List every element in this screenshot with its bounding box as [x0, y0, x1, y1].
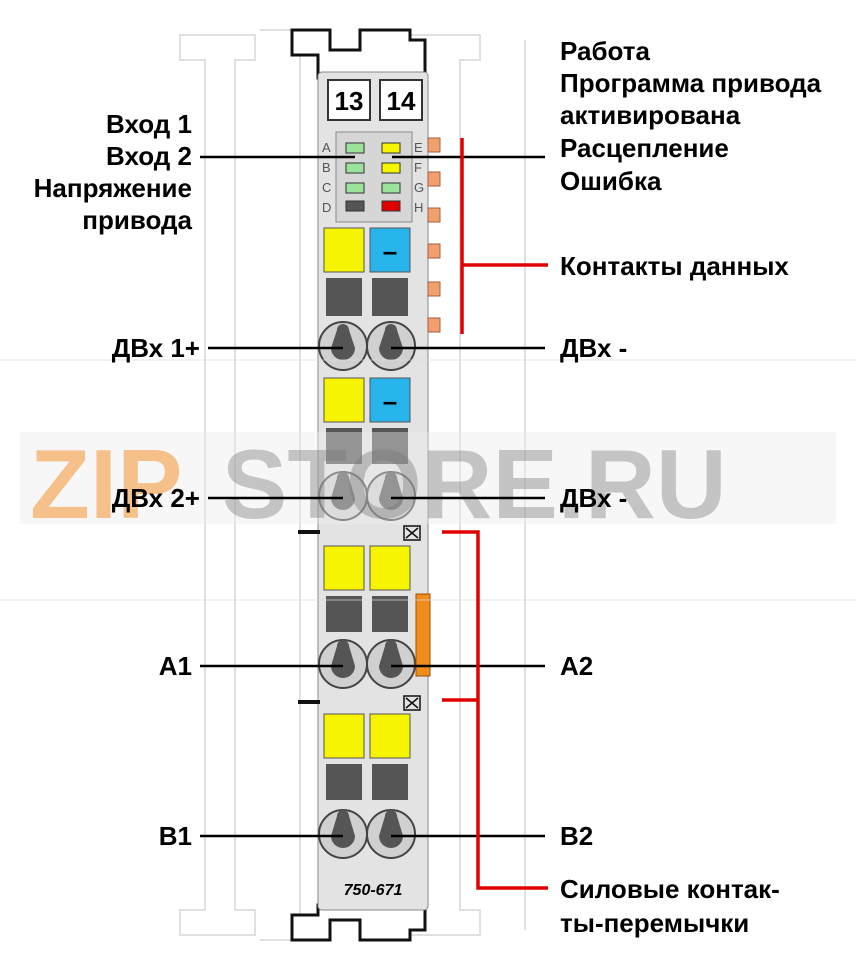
label-drive-voltage-2: привода	[82, 205, 192, 235]
label-a1: A1	[159, 651, 192, 681]
terminal-blue	[369, 377, 411, 423]
tab-13-box	[327, 79, 371, 121]
label-power-jumper-2: ты-перемычки	[560, 908, 749, 938]
led-letter-h: H	[414, 200, 423, 215]
led-f	[381, 162, 401, 174]
label-b2: B2	[560, 821, 593, 851]
led-d	[345, 200, 365, 212]
bottom-clip	[290, 903, 427, 942]
led-letter-a: A	[322, 140, 331, 155]
label-program-2: активирована	[560, 100, 741, 130]
led-a	[345, 142, 365, 154]
led-letter-d: D	[322, 200, 331, 215]
led-letters-right: E F G H	[414, 140, 424, 215]
terminal-block-3	[318, 545, 431, 689]
terminal-slot	[372, 278, 408, 316]
terminal-slot	[372, 764, 408, 800]
din-rail-left	[179, 29, 301, 941]
watermark-store: STORE.RU	[222, 429, 727, 539]
terminal-block-1: –	[318, 227, 416, 371]
label-program-1: Программа привода	[560, 68, 822, 98]
top-clip	[290, 28, 427, 80]
led-g	[381, 182, 401, 194]
terminal-slot	[326, 596, 362, 632]
label-operation: Работа	[560, 36, 650, 66]
minus-sign: –	[383, 236, 397, 266]
terminal-yellow	[323, 545, 365, 591]
label-dvx-minus-1: ДВх -	[560, 333, 627, 363]
terminal-slot	[326, 764, 362, 800]
terminal-yellow	[369, 545, 411, 591]
minus-sign: –	[383, 386, 397, 416]
label-dvx-minus-2: ДВх -	[560, 483, 627, 513]
label-release: Расцепление	[560, 133, 729, 163]
leds	[345, 142, 401, 212]
led-letter-b: B	[322, 160, 331, 175]
labels-right: Работа Программа привода активирована Ра…	[560, 36, 822, 938]
power-jumper-contact	[415, 593, 431, 677]
tab-14-box	[379, 79, 423, 121]
terminal-yellow	[323, 713, 365, 759]
label-b1: B1	[159, 821, 192, 851]
terminal-yellow	[323, 227, 365, 273]
part-number: 750-671	[344, 882, 403, 899]
watermark: ZIP STORE.RU	[0, 359, 856, 601]
label-a2: A2	[560, 651, 593, 681]
label-power-jumper-1: Силовые контак-	[560, 874, 780, 904]
terminal-slot	[372, 428, 408, 464]
label-drive-voltage-1: Напряжение	[34, 173, 192, 203]
led-letter-f: F	[414, 160, 422, 175]
red-lines	[442, 138, 548, 890]
label-input-1: Вход 1	[106, 109, 192, 139]
terminal-block-2: –	[318, 377, 416, 521]
terminal-blue	[369, 227, 411, 273]
leader-lines	[200, 155, 545, 838]
led-letter-c: C	[322, 180, 331, 195]
label-data-contacts: Контакты данных	[560, 251, 789, 281]
led-b	[345, 162, 365, 174]
label-dvx1-plus: ДВх 1+	[112, 333, 200, 363]
din-rail-right	[405, 34, 526, 936]
terminal-yellow	[323, 377, 365, 423]
led-h	[381, 200, 401, 212]
terminal-block-4	[318, 713, 416, 859]
terminal-yellow	[369, 713, 411, 759]
led-letters-left: A B C D	[322, 140, 331, 215]
data-contacts	[427, 137, 441, 333]
labels-left: Вход 1 Вход 2 Напряжение привода ДВх 1+ …	[34, 109, 200, 851]
terminal-slot	[326, 428, 362, 464]
label-dvx2-plus: ДВх 2+	[112, 483, 200, 513]
led-letter-g: G	[414, 180, 424, 195]
tab-14: 14	[387, 86, 416, 116]
tab-13: 13	[335, 86, 364, 116]
led-letter-e: E	[414, 140, 423, 155]
label-error: Ошибка	[560, 166, 662, 196]
terminal-slot	[326, 278, 362, 316]
label-input-2: Вход 2	[106, 141, 192, 171]
led-c	[345, 182, 365, 194]
terminal-slot	[372, 596, 408, 632]
led-e	[381, 142, 401, 154]
watermark-zip: ZIP	[30, 429, 182, 539]
